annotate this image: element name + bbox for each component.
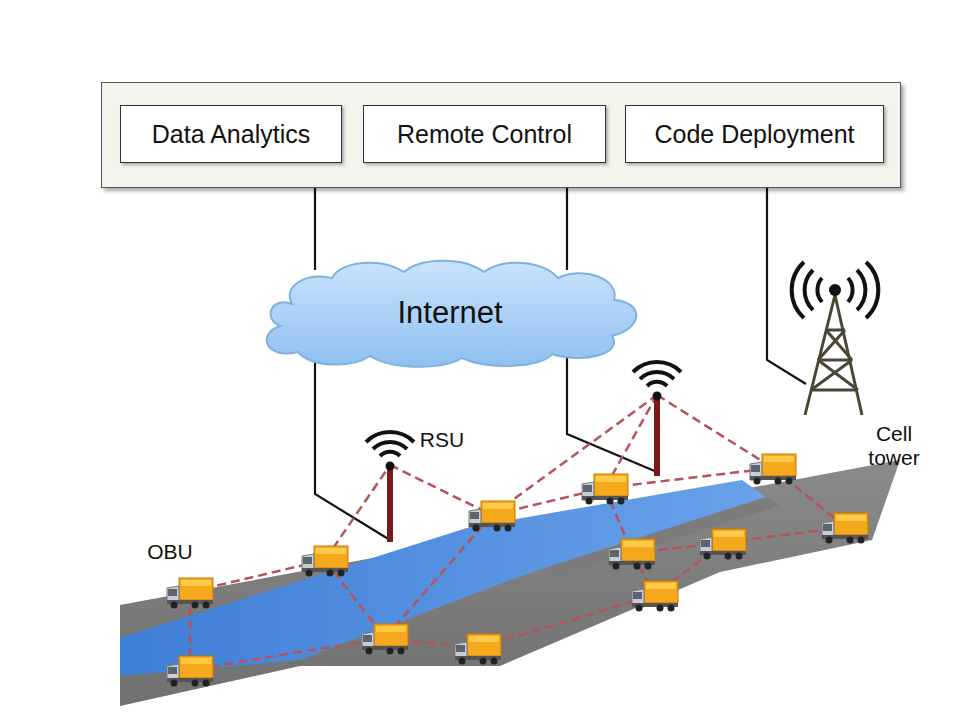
radio-links: [190, 395, 845, 670]
cloud-node: Internet: [252, 256, 648, 370]
function-box: Data Analytics: [120, 105, 342, 163]
box-label: Remote Control: [397, 120, 572, 149]
road: [120, 460, 900, 706]
river: [120, 480, 766, 676]
trucks: [167, 454, 868, 687]
box-label: Code Deployment: [654, 120, 854, 149]
cloud-label: Internet: [397, 295, 502, 331]
part-label: OBU: [140, 540, 200, 564]
cell-tower: [792, 262, 879, 415]
rsu-mast: [366, 432, 414, 542]
function-box: Remote Control: [363, 105, 606, 163]
part-label: RSU: [412, 428, 472, 452]
function-box: Code Deployment: [625, 105, 884, 163]
server-panel: Data Analytics Remote Control Code Deploym…: [101, 82, 901, 188]
box-label: Data Analytics: [152, 120, 310, 149]
rsu-mast: [633, 362, 681, 476]
bank: [545, 497, 780, 576]
network-wire: [314, 188, 316, 270]
part-label: Cell tower: [862, 422, 926, 470]
network-wire: [566, 188, 568, 270]
